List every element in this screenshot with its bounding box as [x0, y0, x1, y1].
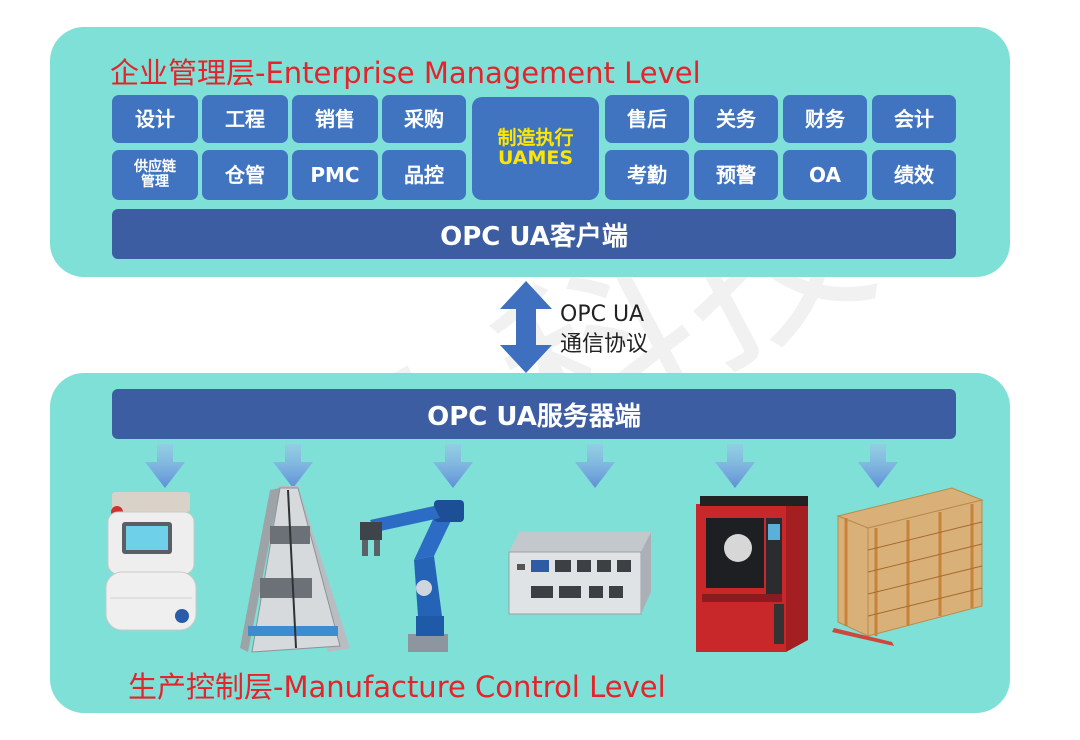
cnc-machine-icon [696, 496, 808, 652]
opc-ua-client-bar: OPC UA客户端 [112, 209, 956, 259]
protocol-label: OPC UA 通信协议 [560, 300, 648, 359]
industrial-pc-gateway-icon [508, 532, 651, 615]
module-customs: 关务 [694, 95, 778, 143]
industrial-robot-arm-icon [360, 500, 464, 652]
module-design: 设计 [112, 95, 198, 143]
storage-rack-icon [832, 487, 984, 646]
manufacture-layer-title: 生产控制层-Manufacture Control Level [128, 670, 666, 704]
enterprise-layer-title: 企业管理层-Enterprise Management Level [110, 56, 701, 90]
module-quality-control: 品控 [382, 150, 466, 200]
module-finance: 财务 [783, 95, 867, 143]
protocol-line-1: OPC UA [560, 302, 645, 327]
linear-module-icon [240, 486, 350, 653]
down-arrows-group [145, 444, 898, 488]
module-warehouse: 仓管 [202, 150, 288, 200]
supply-chain-label: 供应链管理 [134, 159, 176, 190]
module-engineering: 工程 [202, 95, 288, 143]
module-sales: 销售 [292, 95, 378, 143]
module-after-sales: 售后 [605, 95, 689, 143]
module-performance: 绩效 [872, 150, 956, 200]
module-purchasing: 采购 [382, 95, 466, 143]
double-arrow-icon [500, 281, 552, 373]
module-mes-center: 制造执行 UAMES [472, 97, 599, 200]
module-alert: 预警 [694, 150, 778, 200]
module-pmc: PMC [292, 150, 378, 200]
opc-ua-server-bar: OPC UA服务器端 [112, 389, 956, 439]
module-supply-chain: 供应链管理 [112, 150, 198, 200]
down-arrow-icon [145, 444, 898, 488]
agv-robot-icon [105, 492, 197, 631]
module-accounting: 会计 [872, 95, 956, 143]
mes-label-en: UAMES [497, 146, 574, 169]
module-oa: OA [783, 150, 867, 200]
protocol-line-2: 通信协议 [560, 331, 649, 357]
module-attendance: 考勤 [605, 150, 689, 200]
mes-label-cn: 制造执行 [497, 126, 574, 149]
